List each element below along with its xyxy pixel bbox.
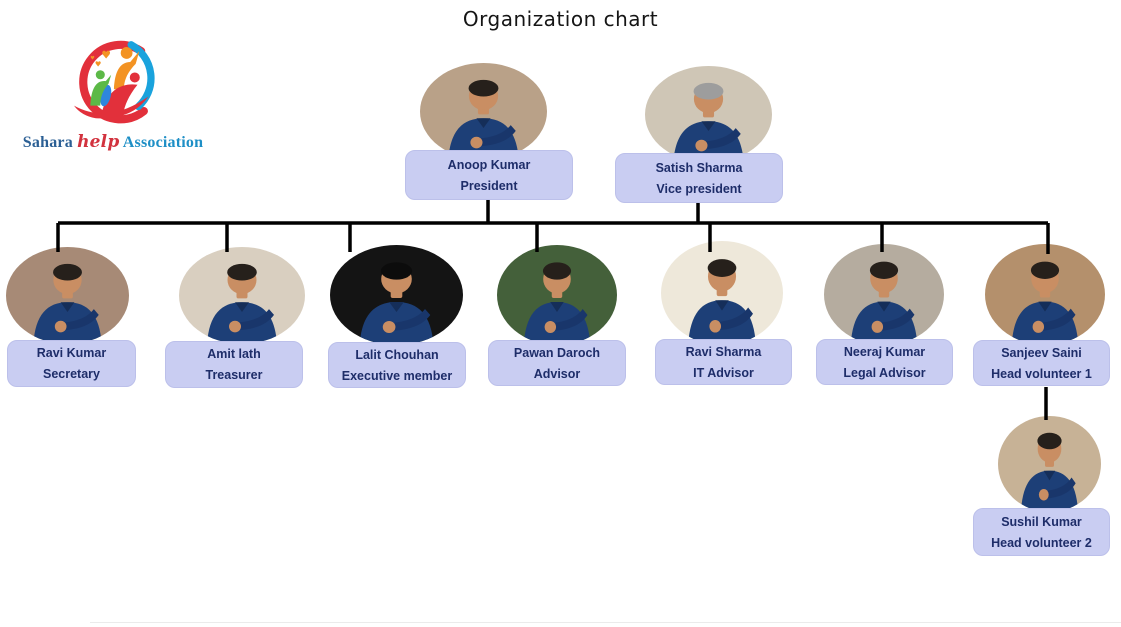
person-label-box: Sushil Kumar Head volunteer 2	[973, 508, 1110, 556]
person-label-box: Sanjeev Saini Head volunteer 1	[973, 340, 1110, 386]
avatar-figure	[645, 66, 772, 163]
logo-mark-icon: ♥ ♥ ♥	[73, 40, 155, 124]
person-title: Treasurer	[205, 368, 263, 382]
person-title: Head volunteer 1	[991, 366, 1092, 381]
person-title: Executive member	[341, 368, 453, 383]
person-photo	[661, 241, 783, 345]
person-title: IT Advisor	[693, 365, 754, 380]
person-label-box: Ravi Sharma IT Advisor	[655, 339, 792, 385]
avatar-figure	[985, 244, 1105, 345]
person-name: Ravi Kumar	[36, 346, 107, 360]
person-name: Neeraj Kumar	[843, 344, 926, 359]
avatar-figure	[497, 245, 617, 345]
logo-text-sahara: Sahara	[22, 134, 73, 151]
person-photo	[824, 244, 944, 345]
logo-figure-orange-body	[113, 51, 140, 90]
person-photo	[6, 247, 129, 344]
logo: ♥ ♥ ♥ Sahara help Association	[14, 34, 212, 152]
person-name: Sushil Kumar	[1001, 514, 1082, 529]
person-name: Sanjeev Saini	[1001, 345, 1082, 360]
person-photo	[330, 245, 463, 345]
logo-heart-icon: ♥	[101, 48, 111, 61]
logo-hand-swoosh	[73, 96, 149, 119]
person-label-box: Anoop Kumar President	[405, 150, 573, 200]
person-photo	[998, 416, 1101, 512]
person-name: Pawan Daroch	[513, 345, 601, 360]
person-title: Head volunteer 2	[991, 535, 1092, 550]
logo-heart-icon: ♥	[90, 55, 95, 61]
person-label-box: Neeraj Kumar Legal Advisor	[816, 339, 953, 385]
person-photo	[985, 244, 1105, 345]
person-title: Advisor	[533, 366, 581, 381]
person-label-box: Amit lath Treasurer	[165, 341, 303, 388]
person-title: Secretary	[43, 367, 100, 381]
person-photo	[645, 66, 772, 163]
person-title: Vice president	[656, 181, 742, 196]
bottom-divider	[90, 622, 1121, 623]
person-name: Amit lath	[207, 347, 261, 361]
avatar-figure	[179, 247, 305, 344]
logo-figure-green-body	[90, 74, 112, 106]
person-name: Anoop Kumar	[447, 157, 531, 172]
logo-heart-icon: ♥	[95, 60, 102, 69]
logo-red-swoosh	[79, 40, 148, 124]
avatar-figure	[6, 247, 129, 344]
person-photo	[420, 63, 547, 160]
person-label-box: Ravi Kumar Secretary	[7, 340, 136, 387]
person-name: Ravi Sharma	[685, 344, 762, 359]
avatar-figure	[330, 245, 463, 345]
person-photo	[497, 245, 617, 345]
logo-text: Sahara help Association	[14, 132, 212, 152]
person-title: President	[460, 178, 518, 193]
logo-figure-red	[129, 72, 140, 83]
person-label-box: Pawan Daroch Advisor	[488, 340, 626, 386]
avatar-figure	[661, 241, 783, 345]
avatar-figure	[998, 416, 1101, 512]
logo-text-help: help	[77, 132, 120, 152]
logo-figure-orange	[120, 47, 133, 59]
avatar-figure	[824, 244, 944, 345]
logo-figure-red-body	[101, 84, 138, 117]
person-photo	[179, 247, 305, 344]
logo-figure-green	[95, 70, 105, 80]
person-name: Lalit Chouhan	[355, 347, 439, 362]
logo-text-association: Association	[122, 134, 204, 151]
person-label-box: Satish Sharma Vice president	[615, 153, 783, 203]
page-title: Organization chart	[462, 7, 659, 31]
person-label-box: Lalit Chouhan Executive member	[328, 342, 466, 388]
person-title: Legal Advisor	[843, 365, 926, 380]
avatar-figure	[420, 63, 547, 160]
person-name: Satish Sharma	[655, 160, 743, 175]
